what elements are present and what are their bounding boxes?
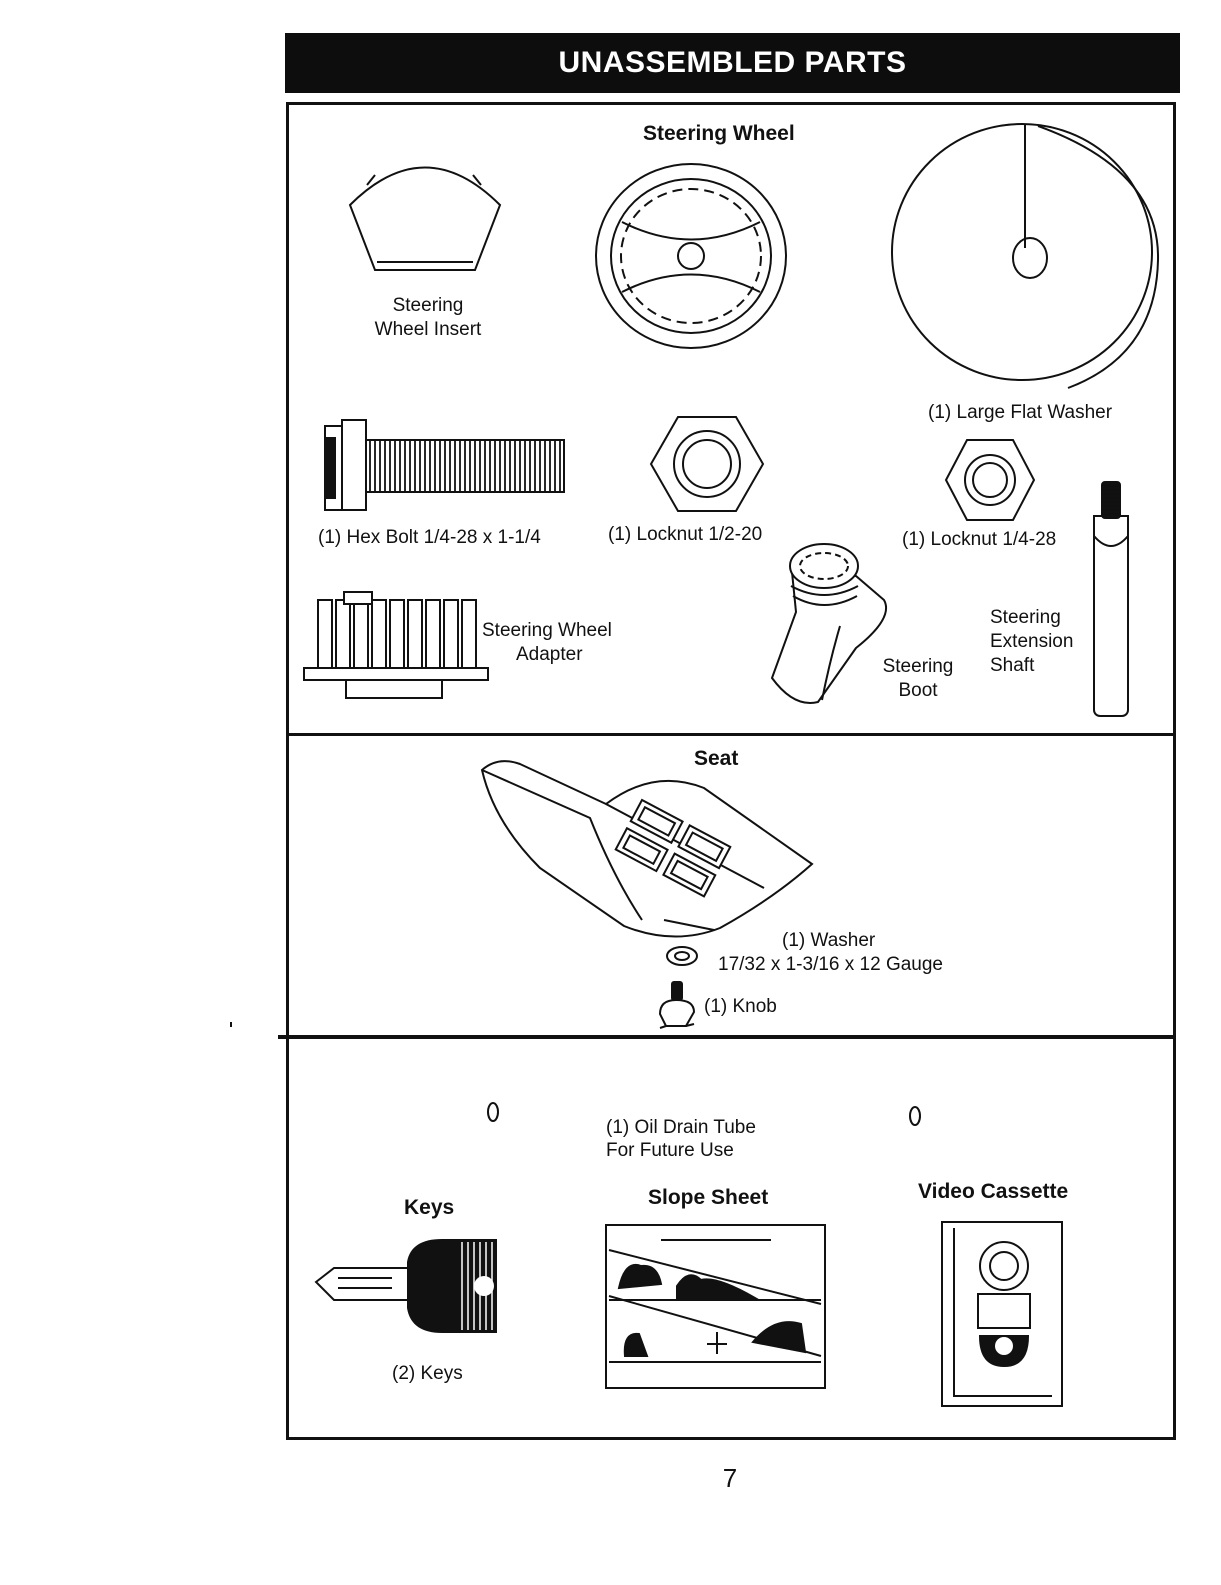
large-flat-washer-icon: [891, 123, 1160, 389]
key-icon: [314, 1239, 497, 1333]
seat-title: Seat: [694, 747, 739, 770]
knob-label: (1) Knob: [704, 996, 777, 1017]
insert-label-2: Wheel Insert: [374, 319, 482, 340]
steering-wheel-adapter-icon: [303, 591, 489, 699]
slope-sheet-title: Slope Sheet: [648, 1186, 769, 1209]
tube-label-1: (1) Oil Drain Tube: [606, 1117, 756, 1138]
keys-title: Keys: [404, 1196, 455, 1219]
washer-label-1: (1) Washer: [782, 930, 876, 951]
large-flat-washer-label: (1) Large Flat Washer: [928, 402, 1113, 423]
parts-frame: [286, 102, 1176, 1440]
adapter-label-1: Steering Wheel: [482, 620, 612, 641]
steering-extension-shaft-icon: [1093, 481, 1129, 717]
locknut-quarter-icon: [944, 439, 1036, 521]
divider-1: [286, 733, 1176, 736]
washer-small-icon: [666, 946, 698, 966]
slope-sheet-icon: [605, 1224, 826, 1389]
locknut-quarter-label: (1) Locknut 1/4-28: [902, 529, 1057, 550]
hex-bolt-icon: [324, 419, 565, 511]
keys-label: (2) Keys: [392, 1363, 463, 1384]
locknut-half-label: (1) Locknut 1/2-20: [608, 524, 763, 545]
hex-bolt-label: (1) Hex Bolt 1/4-28 x 1-1/4: [318, 527, 541, 548]
oil-drain-tube-icon: [487, 1079, 921, 1126]
page-number: 7: [722, 1463, 738, 1493]
divider-2: [278, 1035, 1176, 1039]
adapter-label-2: Adapter: [516, 644, 583, 665]
video-cassette-title: Video Cassette: [918, 1180, 1069, 1203]
seat-icon: [480, 760, 814, 938]
locknut-half-icon: [649, 416, 765, 512]
knob-icon: [658, 981, 696, 1029]
insert-label-1: Steering: [392, 295, 464, 316]
shaft-label-3: Shaft: [990, 655, 1035, 676]
washer-label-2: 17/32 x 1-3/16 x 12 Gauge: [718, 954, 943, 975]
video-cassette-icon: [941, 1221, 1063, 1407]
steering-wheel-insert-icon: [348, 166, 502, 271]
shaft-label-2: Extension: [990, 631, 1074, 652]
boot-label-1: Steering: [882, 656, 954, 677]
section-header: UNASSEMBLED PARTS: [285, 33, 1180, 93]
boot-label-2: Boot: [898, 680, 938, 701]
tube-label-2: For Future Use: [606, 1140, 734, 1161]
steering-boot-icon: [770, 543, 888, 704]
steering-wheel-icon: [595, 163, 787, 349]
steering-wheel-title: Steering Wheel: [643, 122, 795, 145]
shaft-label-1: Steering: [990, 607, 1061, 628]
margin-dot: [230, 1022, 232, 1027]
